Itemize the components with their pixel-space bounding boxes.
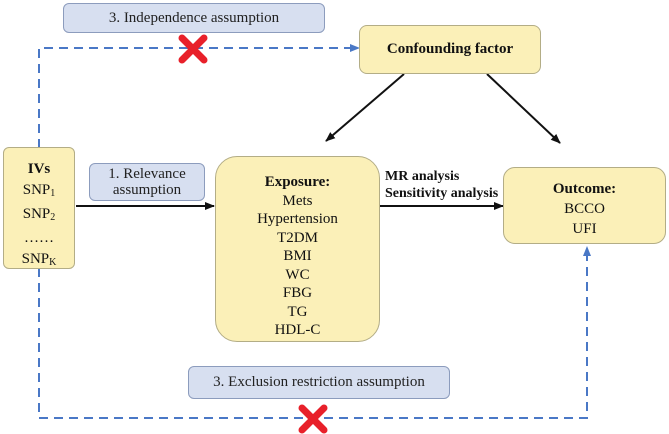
exposure-item-tg: TG [287,303,308,320]
ivs-snp-2-index: 2 [50,212,56,223]
relevance-assumption-note: 1. Relevance assumption [89,163,205,201]
independence-assumption-text: 3. Independence assumption [108,10,280,26]
sensitivity-analysis-label: Sensitivity analysis [385,186,499,201]
independence-dashed-path [38,44,360,148]
ivs-snp-k-index: K [49,257,57,268]
ivs-snp-k-name: SNP [21,251,50,267]
outcome-item-bcco: BCCO [564,201,605,217]
exclusion-assumption-text: 3. Exclusion restriction assumption [213,374,425,390]
ivs-ellipsis: …… [24,230,54,246]
independence-assumption-note: 3. Independence assumption [63,3,325,33]
exposure-item-bmi: BMI [283,248,312,264]
ivs-snp-2-name: SNP [22,206,51,222]
exposure-item-hdl-c: HDL-C [274,322,321,338]
ivs-snp-1-index: 1 [50,188,56,199]
confounder-to-exposure-arrow [325,73,405,142]
exposure-item-t2dm: T2DM [277,229,318,246]
confounder-to-outcome-arrow [486,73,561,144]
exposure-item-hypertension: Hypertension [257,211,338,227]
relevance-assumption-text-line2: assumption [112,182,182,198]
ivs-snp-k: SNPK [4,249,74,273]
confounding-factor-label: Confounding factor [386,41,514,57]
ivs-snp-1: SNP1 [4,180,74,204]
ivs-snp-2: SNP2 [4,204,74,228]
exposure-item-mets: Mets [282,192,313,209]
ivs-snp-1-name: SNP [22,182,51,198]
exclusion-violation-cross-icon [298,404,328,434]
independence-violation-cross-icon [178,34,208,64]
exposure-box: Exposure: Mets Hypertension T2DM BMI WC … [215,156,380,342]
relevance-assumption-text-line1: 1. Relevance [108,166,186,182]
mr-analysis-label: MR analysis [385,169,460,184]
exposure-item-fbg: FBG [282,285,313,301]
ivs-box: IVs SNP1 SNP2 …… SNPK [3,147,75,269]
ivs-title: IVs [27,161,51,177]
exclusion-assumption-note: 3. Exclusion restriction assumption [188,366,450,399]
outcome-title: Outcome: [552,181,617,197]
confounding-factor-box: Confounding factor [359,25,541,74]
outcome-item-ufi: UFI [572,221,597,237]
exposure-title: Exposure: [264,174,331,190]
outcome-box: Outcome: BCCO UFI [503,167,666,244]
exposure-item-wc: WC [285,266,310,283]
